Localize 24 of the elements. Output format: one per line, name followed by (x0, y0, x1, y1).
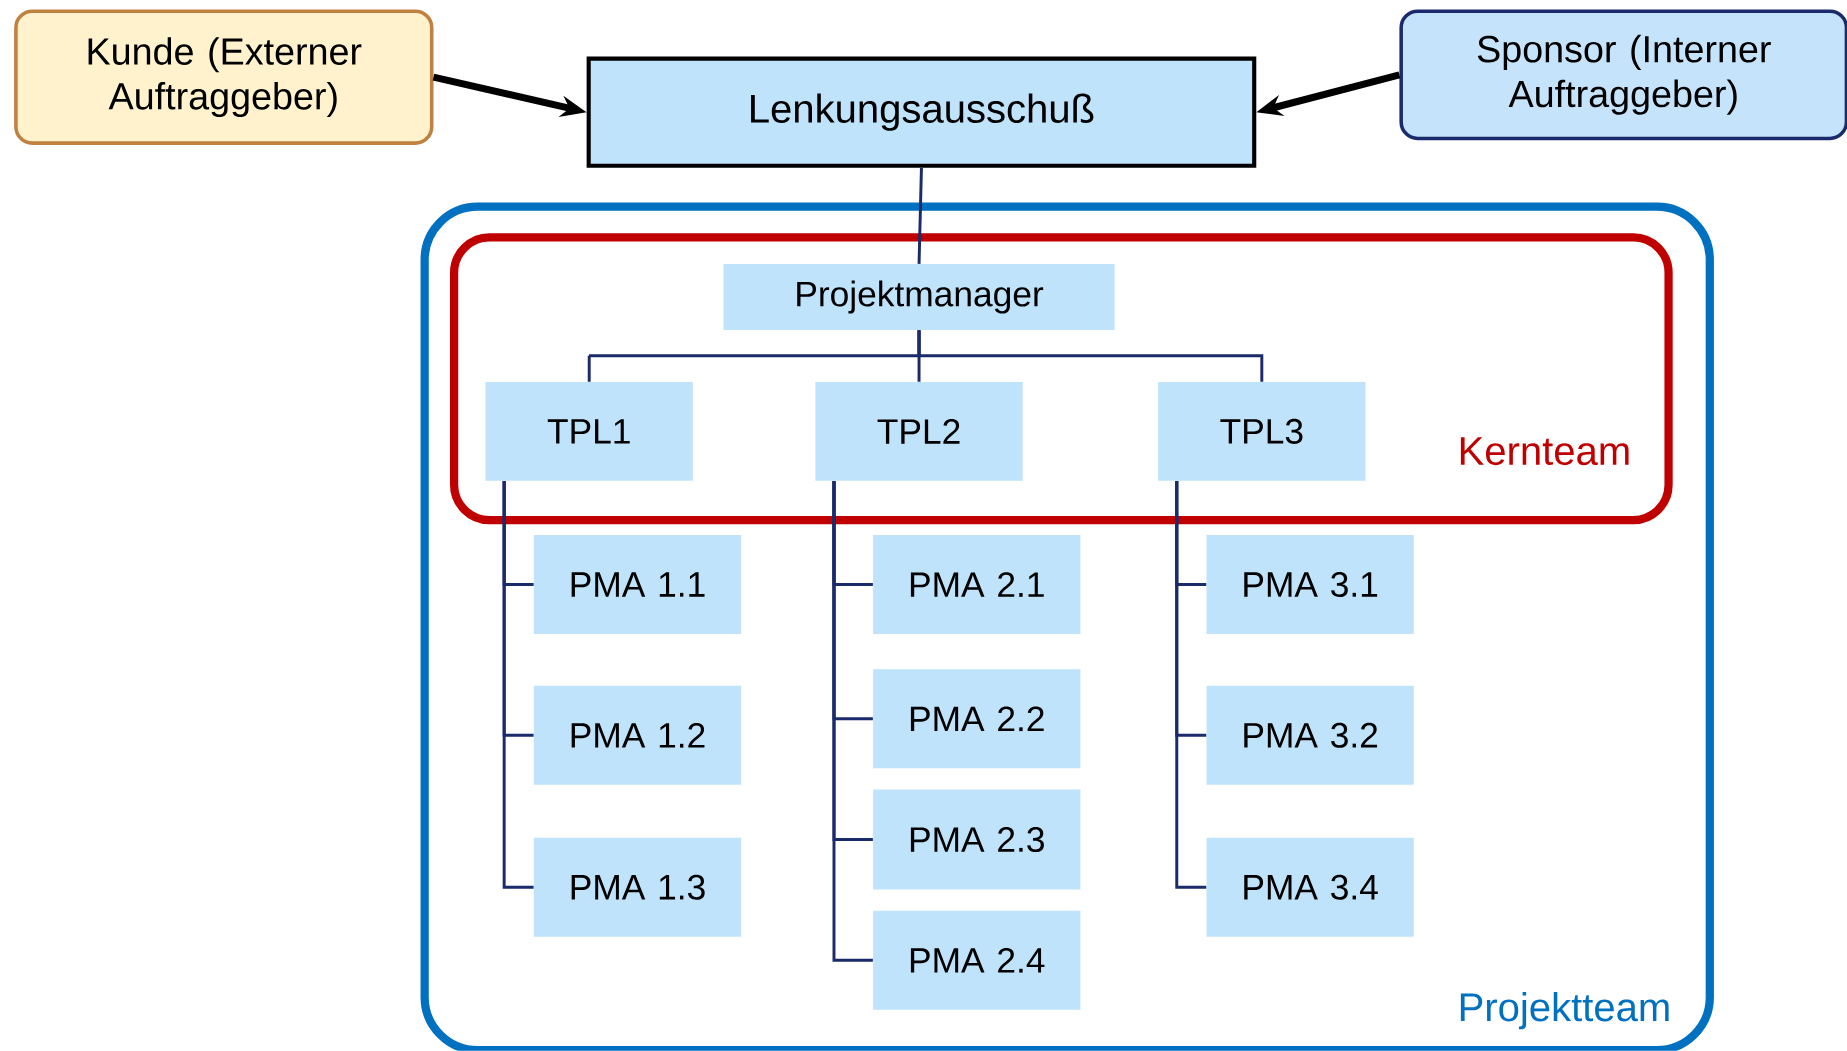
role-box: PMA 1.3 (533, 837, 742, 937)
role-box: PMA 2.3 (873, 789, 1081, 890)
role-box: PMA 3.1 (1206, 535, 1414, 635)
connector-line (917, 167, 923, 265)
connector-line (917, 330, 1264, 382)
role-box: PMA 2.1 (873, 535, 1081, 635)
role-box: PMA 3.2 (1206, 685, 1414, 785)
committee-box: Lenkungsausschuß (586, 56, 1257, 168)
role-box: PMA 1.2 (533, 685, 742, 785)
client-box: Kunde (Externer Auftraggeber) (14, 9, 434, 146)
role-box: TPL1 (485, 382, 693, 481)
team-label: Projektteam (1460, 992, 1669, 1030)
role-box: TPL2 (815, 382, 1023, 481)
role-box: TPL3 (1158, 382, 1366, 481)
role-box: PMA 3.4 (1206, 837, 1414, 937)
role-box: PMA 1.1 (533, 535, 742, 635)
connector-line (502, 481, 534, 889)
connector-line (832, 481, 873, 962)
role-box: Projektmanager (723, 264, 1115, 331)
role-box: PMA 2.2 (873, 669, 1081, 769)
connector-line (1175, 481, 1207, 889)
team-label: Kernteam (1460, 437, 1629, 466)
role-box: PMA 2.4 (873, 910, 1081, 1010)
sponsor-box: Sponsor (Interner Auftraggeber) (1399, 9, 1847, 141)
